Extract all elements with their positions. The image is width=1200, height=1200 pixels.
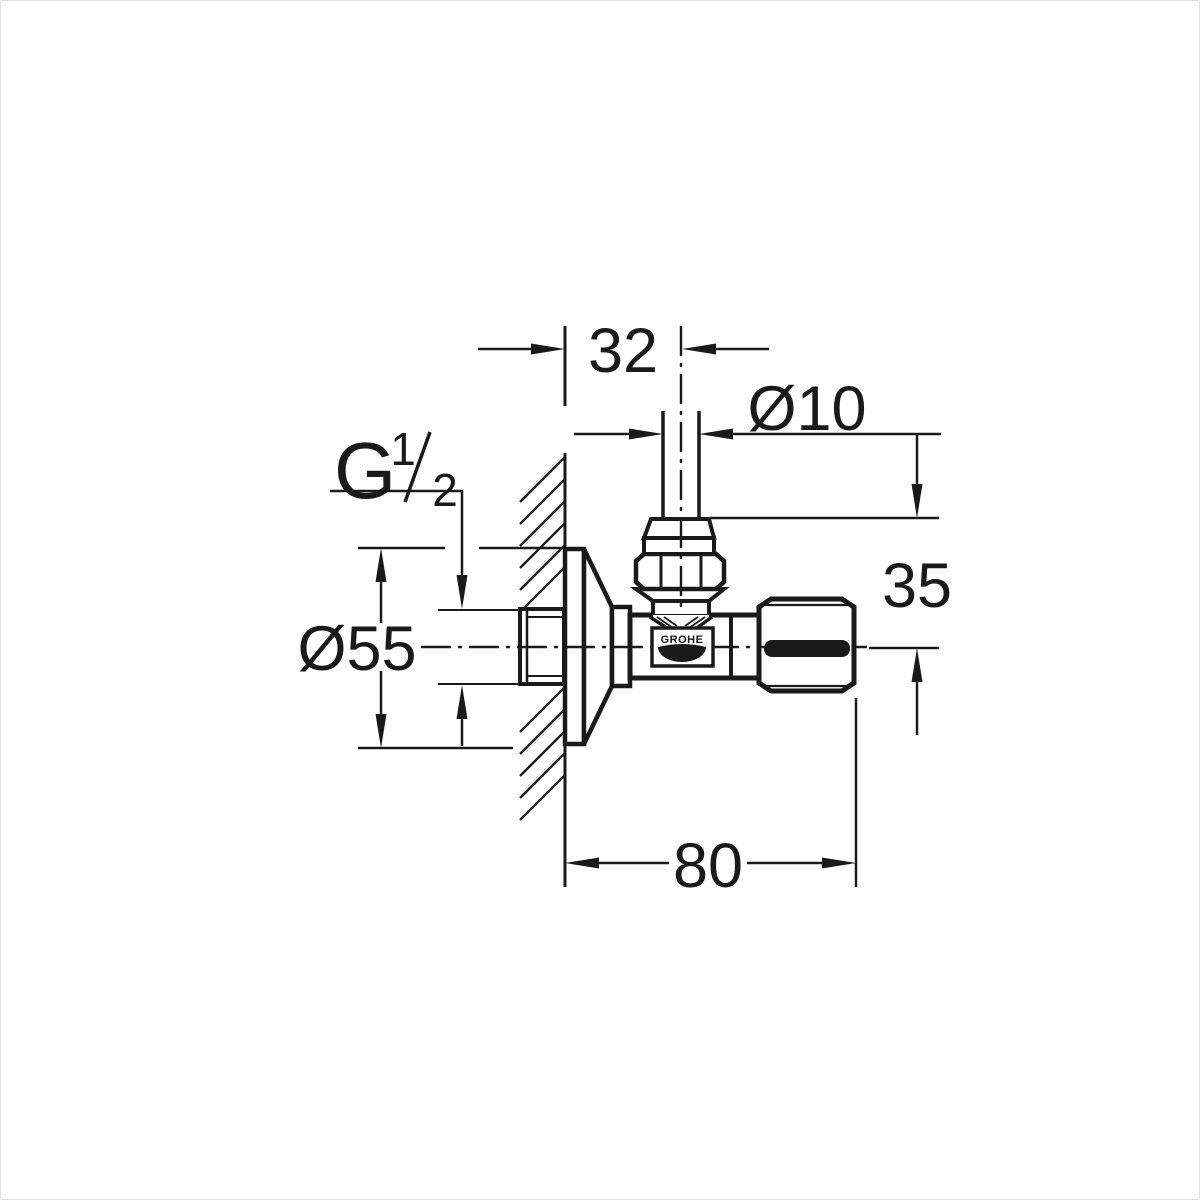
grohe-logo-plate: GROHE <box>650 626 715 668</box>
compression-fitting <box>629 517 730 618</box>
dimension-32-wall-to-axis: 32 <box>478 316 769 386</box>
dimension-label-d55: Ø55 <box>297 614 416 684</box>
grohe-laurel-mark <box>658 644 706 662</box>
dimension-g-half-thread: G 1 2 <box>330 423 468 746</box>
dimension-label-32: 32 <box>588 316 658 386</box>
grohe-logo-text: GROHE <box>661 634 704 646</box>
thread-letter-G: G <box>334 426 396 515</box>
dimension-35-outlet-height: 35 <box>710 434 952 735</box>
dimension-label-80: 80 <box>673 831 743 901</box>
outlet-pipe <box>661 411 701 520</box>
dimension-d10-pipe: Ø10 <box>574 374 941 444</box>
thread-fraction-numerator: 1 <box>390 423 416 475</box>
wall-section <box>519 326 567 887</box>
wall-hatching <box>519 456 566 821</box>
handle-grip-band <box>764 640 850 657</box>
dimension-80-depth: 80 <box>565 698 858 901</box>
dimension-label-d10: Ø10 <box>747 374 866 444</box>
dimension-d55-flange: Ø55 <box>297 546 565 750</box>
dimension-label-35: 35 <box>882 551 952 621</box>
